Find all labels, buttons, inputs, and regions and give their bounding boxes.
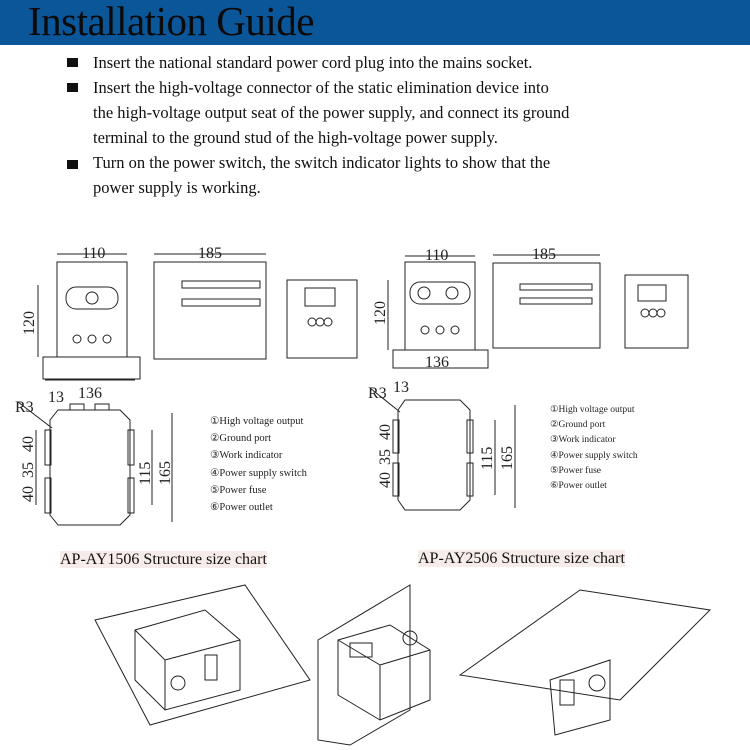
dim-label: 165 [499, 446, 516, 470]
bullet-icon [67, 58, 78, 67]
dim-label: 40 [20, 436, 37, 452]
legend-item: ④Power supply switch [210, 467, 308, 479]
step-2: Insert the high-voltage connector of the… [93, 75, 569, 150]
legend-left: ①High voltage output ②Ground port ③Work … [210, 415, 308, 513]
ay1506-rear-view [286, 279, 358, 359]
caption-text: AP-AY1506 Structure size chart [60, 551, 267, 568]
dim-label: 185 [198, 245, 222, 262]
legend-item: ②Ground port [550, 419, 606, 430]
bullet-icon [67, 83, 78, 92]
dim-label: 120 [372, 301, 389, 325]
legend-item: ③Work indicator [550, 434, 616, 445]
ay1506-front-view [37, 253, 141, 381]
step-line: Insert the national standard power cord … [93, 53, 533, 72]
dim-label: 110 [82, 245, 105, 262]
dim-label: 40 [377, 424, 394, 440]
dim-label: 165 [157, 461, 174, 485]
dim-label: 115 [479, 447, 496, 470]
header-bar: Installation Guide [0, 0, 750, 45]
step-line: the high-voltage output seat of the powe… [93, 103, 570, 122]
legend-item: ③Work indicator [210, 449, 283, 461]
step-line: Insert the high-voltage connector of the… [93, 78, 549, 97]
dim-label: 120 [21, 311, 38, 335]
dim-label: 13 [48, 389, 64, 406]
step-line: Turn on the power switch, the switch ind… [93, 153, 551, 172]
dim-label: 136 [78, 385, 102, 402]
legend-item: ⑤Power fuse [210, 484, 267, 496]
dim-label: 115 [137, 462, 154, 485]
dim-label: 185 [532, 246, 556, 263]
dim-label: 136 [425, 354, 449, 371]
legend-item: ⑥Power outlet [210, 501, 273, 513]
mount-illustration-2 [317, 584, 431, 746]
mount-illustration-1 [94, 584, 311, 726]
mount-illustration-3 [458, 589, 712, 736]
legend-item: ⑤Power fuse [550, 465, 601, 476]
legend-item: ①High voltage output [550, 404, 635, 415]
bullet-icon [67, 160, 78, 169]
dim-label: R3 [368, 385, 387, 402]
step-line: terminal to the ground stud of the high-… [93, 128, 498, 147]
ay2506-side-view [492, 254, 601, 349]
page-title: Installation Guide [28, 0, 314, 44]
step-3: Turn on the power switch, the switch ind… [93, 150, 550, 200]
legend-item: ⑥Power outlet [550, 480, 607, 491]
caption-ay1506: AP-AY1506 Structure size chart [60, 551, 267, 569]
ay2506-front-view [387, 255, 489, 369]
ay1506-bottom-view [17, 401, 173, 526]
dim-label: 13 [393, 379, 409, 396]
legend-item: ②Ground port [210, 432, 271, 444]
ay1506-side-view [153, 253, 267, 360]
dim-label: 40 [377, 472, 394, 488]
legend-item: ④Power supply switch [550, 450, 638, 461]
ay2506-rear-view [624, 274, 689, 349]
caption-ay2506: AP-AY2506 Structure size chart [418, 550, 625, 568]
legend-item: ①High voltage output [210, 415, 303, 427]
step-line: power supply is working. [93, 178, 261, 197]
dim-label: R3 [15, 399, 34, 416]
step-1: Insert the national standard power cord … [93, 50, 532, 75]
dim-label: 35 [20, 462, 37, 478]
dim-label: 35 [377, 449, 394, 465]
caption-text: AP-AY2506 Structure size chart [418, 550, 625, 567]
legend-right: ①High voltage output ②Ground port ③Work … [550, 404, 638, 491]
dim-label: 40 [20, 486, 37, 502]
ay2506-bottom-view [369, 387, 516, 511]
dim-label: 110 [425, 247, 448, 264]
